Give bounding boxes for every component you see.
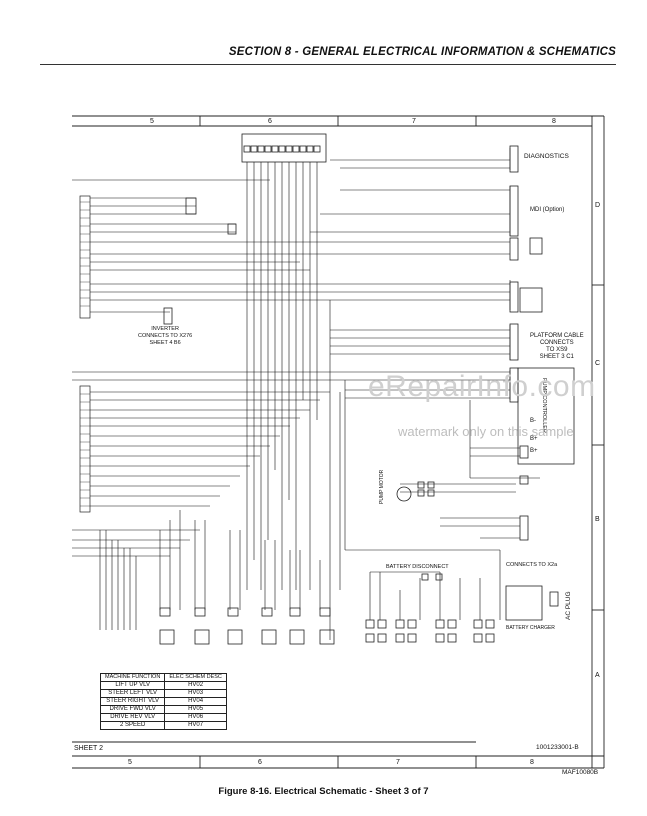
figure-caption: Figure 8-16. Electrical Schematic - Shee… — [218, 786, 429, 797]
inverter-label: INVERTER CONNECTS TO X276 SHEET 4 B6 — [138, 326, 192, 347]
col-label-top-8: 8 — [552, 118, 556, 125]
inverter-line-3: SHEET 4 B6 — [149, 340, 181, 346]
table-row: STEER RIGHT VLV HV04 — [99, 697, 227, 706]
table-cell: HV04 — [164, 697, 227, 706]
platform-cable-label: PLATFORM CABLE CONNECTS TO XS9 SHEET 3 C… — [530, 333, 584, 361]
diagnostics-label: DIAGNOSTICS — [524, 153, 569, 160]
table-cell: HV02 — [164, 681, 227, 690]
row-label-d: D — [595, 202, 601, 209]
col-label-top-6: 6 — [268, 118, 272, 125]
battery-charger-label: BATTERY CHARGER — [506, 625, 555, 631]
table-cell: DRIVE REV VLV — [99, 713, 166, 722]
table-row: DRIVE FWD VLV HV05 — [99, 705, 227, 714]
table-header-desc: ELEC SCHEM DESC — [164, 673, 227, 682]
b-plus-label: B+ — [530, 436, 538, 442]
table-row: LIFT UP VLV HV02 — [99, 681, 227, 690]
inverter-line-2: CONNECTS TO X276 — [138, 333, 193, 339]
row-label-c: C — [595, 360, 601, 367]
table-cell: STEER LEFT VLV — [99, 689, 166, 698]
sheet-label: SHEET 2 — [74, 745, 104, 752]
ac-plug-label: AC PLUG — [565, 591, 572, 620]
table-cell: HV07 — [164, 721, 227, 730]
b-minus-label: B- — [530, 418, 536, 424]
figure-id: MAF10080B — [562, 769, 599, 776]
col-label-top-7: 7 — [412, 118, 416, 125]
watermark-note: watermark only on this sample — [398, 424, 574, 439]
table-row: 2 SPEED HV07 — [99, 721, 227, 730]
table-row: DRIVE REV VLV HV06 — [99, 713, 227, 722]
b-plus-label-2: B+ — [530, 448, 538, 454]
header-rule — [40, 64, 616, 65]
table-cell: DRIVE FWD VLV — [99, 705, 166, 714]
platform-cable-line-4: SHEET 3 C1 — [539, 354, 574, 360]
table-cell: 2 SPEED — [99, 721, 166, 730]
platform-cable-line-1: PLATFORM CABLE — [530, 333, 584, 339]
col-label-bottom-6: 6 — [258, 759, 262, 766]
table-cell: HV03 — [164, 689, 227, 698]
table-cell: HV06 — [164, 713, 227, 722]
col-label-bottom-7: 7 — [396, 759, 400, 766]
table-header-row: MACHINE FUNCTION ELEC SCHEM DESC — [99, 673, 227, 682]
platform-cable-line-2: CONNECTS — [539, 340, 574, 346]
watermark-site: eRepairInfo.com — [368, 370, 596, 403]
battery-disconnect-label: BATTERY DISCONNECT — [386, 564, 449, 570]
machine-function-table: MACHINE FUNCTION ELEC SCHEM DESC LIFT UP… — [99, 673, 227, 730]
table-row: STEER LEFT VLV HV03 — [99, 689, 227, 698]
col-label-bottom-5: 5 — [128, 759, 132, 766]
table-cell: LIFT UP VLV — [99, 681, 166, 690]
pump-motor-label: PUMP MOTOR — [379, 469, 385, 504]
col-label-bottom-8: 8 — [530, 759, 534, 766]
table-cell: STEER RIGHT VLV — [99, 697, 166, 706]
connects-to-x2a-label: CONNECTS TO X2a — [506, 562, 558, 568]
platform-cable-line-3: TO XS9 — [546, 347, 568, 353]
row-label-a: A — [595, 672, 600, 679]
row-label-b: B — [595, 516, 600, 523]
mdi-label: MDI (Option) — [530, 207, 565, 213]
table-header-function: MACHINE FUNCTION — [99, 673, 166, 682]
inverter-line-1: INVERTER — [151, 326, 179, 332]
col-label-top-5: 5 — [150, 118, 154, 125]
section-title: SECTION 8 - GENERAL ELECTRICAL INFORMATI… — [228, 46, 616, 58]
table-cell: HV05 — [164, 705, 227, 714]
drawing-number: 1001233001-B — [536, 744, 579, 751]
